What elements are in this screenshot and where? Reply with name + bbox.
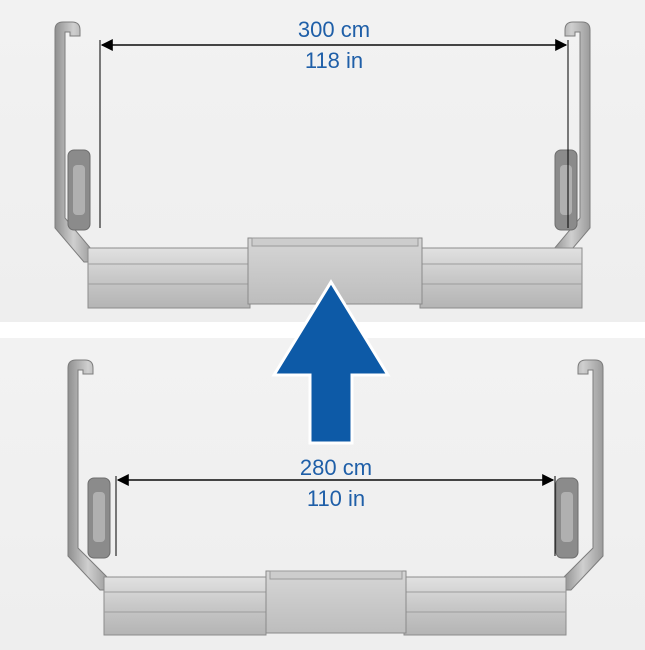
- right-side-plate: [419, 247, 583, 309]
- left-side-plate: [103, 576, 267, 636]
- up-arrow-icon: [271, 279, 391, 445]
- right-side-rail: [552, 21, 591, 263]
- right-side-plate: [403, 576, 567, 636]
- center-section: [265, 570, 407, 634]
- left-side-rail: [54, 21, 93, 263]
- left-side-plate: [87, 247, 251, 309]
- top-width-imperial-label: 118 in: [304, 48, 364, 73]
- bottom-width-imperial-label: 110 in: [306, 486, 366, 511]
- bottom-width-metric-label: 280 cm: [299, 455, 373, 480]
- table-bottom-illustration: [67, 359, 604, 636]
- left-side-rail: [67, 359, 111, 591]
- table-top-illustration: [54, 21, 591, 309]
- bottom-dimension-line: [115, 474, 556, 556]
- right-side-rail: [555, 359, 604, 591]
- top-width-metric-label: 300 cm: [297, 17, 371, 42]
- top-dimension-line: [99, 39, 569, 228]
